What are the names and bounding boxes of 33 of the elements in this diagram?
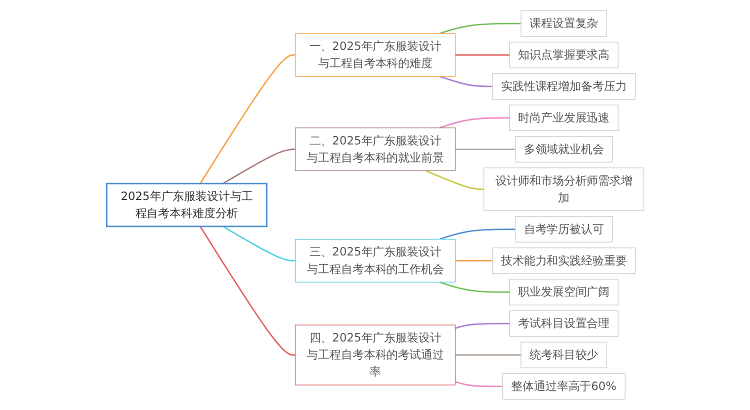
connector [455, 260, 492, 262]
node-box: 时尚产业发展迅速 [508, 104, 618, 132]
connector [199, 226, 295, 356]
connector [199, 54, 295, 184]
node-box: 一、2025年广东服装设计与工程自考本科的难度 [294, 33, 456, 77]
connector [439, 281, 510, 293]
connector [454, 322, 510, 329]
connector [439, 76, 492, 88]
node-box: 二、2025年广东服装设计与工程自考本科的就业前景 [294, 128, 456, 172]
node-box: 课程设置复杂 [520, 10, 607, 37]
connector [222, 226, 295, 262]
node-box: 自考学历被认可 [514, 216, 612, 242]
node-box: 统考科目较少 [520, 342, 607, 368]
connector [454, 380, 502, 388]
connector [222, 148, 295, 184]
node-box: 2025年广东服装设计与工程自考本科难度分析 [106, 182, 268, 228]
node-box: 职业发展空间广阔 [508, 278, 618, 306]
node-box: 四、2025年广东服装设计与工程自考本科的考试通过率 [294, 324, 456, 386]
connector [455, 54, 510, 56]
node-box: 三、2025年广东服装设计与工程自考本科的工作机会 [294, 238, 456, 282]
connector [439, 117, 510, 129]
node-box: 多领域就业机会 [514, 136, 612, 162]
connector [439, 22, 521, 34]
connector [439, 228, 515, 240]
node-box: 设计师和市场分析师需求增加 [483, 168, 644, 212]
node-box: 知识点掌握要求高 [508, 42, 618, 68]
node-box: 技术能力和实践经验重要 [492, 248, 636, 274]
connector [455, 354, 521, 356]
node-box: 实践性课程增加备考压力 [492, 73, 636, 100]
connector [425, 170, 484, 190]
node-box: 考试科目设置合理 [508, 310, 618, 337]
node-box: 整体通过率高于60% [502, 373, 626, 400]
connector [455, 148, 515, 150]
